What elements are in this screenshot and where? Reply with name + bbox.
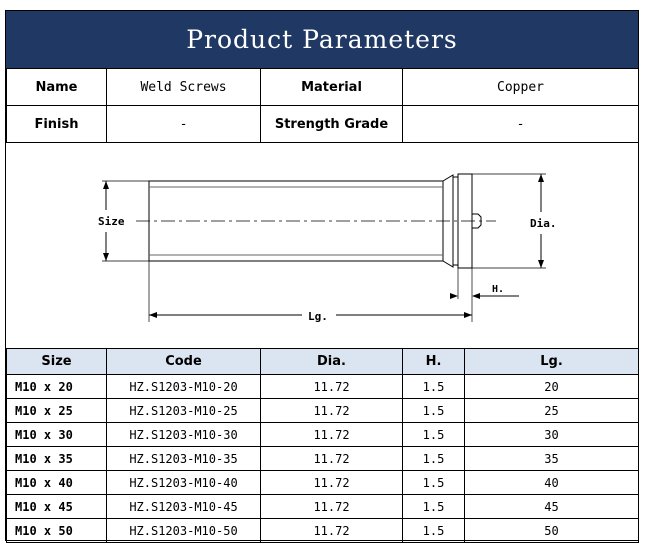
- cell-h: 1.5: [402, 422, 465, 447]
- cell-code: HZ.S1203-M10-35: [106, 446, 261, 471]
- cell-code: HZ.S1203-M10-40: [106, 470, 261, 495]
- cell-code: HZ.S1203-M10-50: [106, 518, 261, 543]
- table-row: M10 x 40 HZ.S1203-M10-40 11.72 1.5 40: [6, 470, 639, 495]
- product-sheet: Product Parameters Name Weld Screws Mate…: [5, 10, 639, 543]
- cell-lg: 40: [464, 470, 639, 495]
- table-row: M10 x 35 HZ.S1203-M10-35 11.72 1.5 35: [6, 446, 639, 471]
- cell-lg: 45: [464, 494, 639, 519]
- column-header-size: Size: [6, 348, 107, 375]
- cell-h: 1.5: [402, 374, 465, 399]
- info-table: Name Weld Screws Material Copper Finish …: [6, 68, 639, 143]
- page-title: Product Parameters: [6, 11, 638, 69]
- h-dimension-label: H.: [492, 284, 504, 295]
- column-header-code: Code: [106, 348, 261, 375]
- screw-drawing: Size Dia. H. Lg.: [98, 173, 557, 323]
- cell-h: 1.5: [402, 470, 465, 495]
- name-value: Weld Screws: [106, 68, 261, 106]
- screw-diagram: Size Dia. H. Lg.: [6, 144, 638, 349]
- table-row: M10 x 25 HZ.S1203-M10-25 11.72 1.5 25: [6, 398, 639, 423]
- cell-lg: 30: [464, 422, 639, 447]
- info-row: Finish - Strength Grade -: [6, 105, 639, 143]
- info-row: Name Weld Screws Material Copper: [6, 68, 639, 106]
- material-value: Copper: [402, 68, 639, 106]
- cell-dia: 11.72: [260, 422, 403, 447]
- strength-grade-value: -: [402, 105, 639, 143]
- cell-h: 1.5: [402, 398, 465, 423]
- spec-header-row: Size Code Dia. H. Lg.: [6, 348, 639, 375]
- cell-h: 1.5: [402, 518, 465, 543]
- table-row: M10 x 50 HZ.S1203-M10-50 11.72 1.5 50: [6, 518, 639, 543]
- cell-dia: 11.72: [260, 446, 403, 471]
- cell-code: HZ.S1203-M10-25: [106, 398, 261, 423]
- name-label: Name: [6, 68, 107, 106]
- cell-lg: 25: [464, 398, 639, 423]
- cell-size: M10 x 45: [6, 494, 107, 519]
- table-row: M10 x 30 HZ.S1203-M10-30 11.72 1.5 30: [6, 422, 639, 447]
- cell-lg: 50: [464, 518, 639, 543]
- cell-code: HZ.S1203-M10-20: [106, 374, 261, 399]
- screw-neck: [442, 174, 454, 268]
- cell-h: 1.5: [402, 446, 465, 471]
- lg-dimension-label: Lg.: [308, 310, 328, 323]
- cell-size: M10 x 20: [6, 374, 107, 399]
- cell-h: 1.5: [402, 494, 465, 519]
- strength-grade-label: Strength Grade: [260, 105, 403, 143]
- cell-size: M10 x 40: [6, 470, 107, 495]
- column-header-dia: Dia.: [260, 348, 403, 375]
- cell-dia: 11.72: [260, 494, 403, 519]
- cell-size: M10 x 25: [6, 398, 107, 423]
- cell-size: M10 x 30: [6, 422, 107, 447]
- table-row: M10 x 20 HZ.S1203-M10-20 11.72 1.5 20: [6, 374, 639, 399]
- cell-dia: 11.72: [260, 398, 403, 423]
- dia-dimension-label: Dia.: [530, 217, 557, 230]
- cell-dia: 11.72: [260, 518, 403, 543]
- cell-lg: 35: [464, 446, 639, 471]
- column-header-h: H.: [402, 348, 465, 375]
- cell-size: M10 x 35: [6, 446, 107, 471]
- material-label: Material: [260, 68, 403, 106]
- size-dimension-label: Size: [98, 215, 125, 228]
- cell-dia: 11.72: [260, 374, 403, 399]
- table-row: M10 x 45 HZ.S1203-M10-45 11.72 1.5 45: [6, 494, 639, 519]
- cell-dia: 11.72: [260, 470, 403, 495]
- column-header-lg: Lg.: [464, 348, 639, 375]
- cell-size: M10 x 50: [6, 518, 107, 543]
- cell-lg: 20: [464, 374, 639, 399]
- finish-label: Finish: [6, 105, 107, 143]
- spec-table: Size Code Dia. H. Lg. M10 x 20 HZ.S1203-…: [6, 348, 639, 543]
- finish-value: -: [106, 105, 261, 143]
- cell-code: HZ.S1203-M10-30: [106, 422, 261, 447]
- cell-code: HZ.S1203-M10-45: [106, 494, 261, 519]
